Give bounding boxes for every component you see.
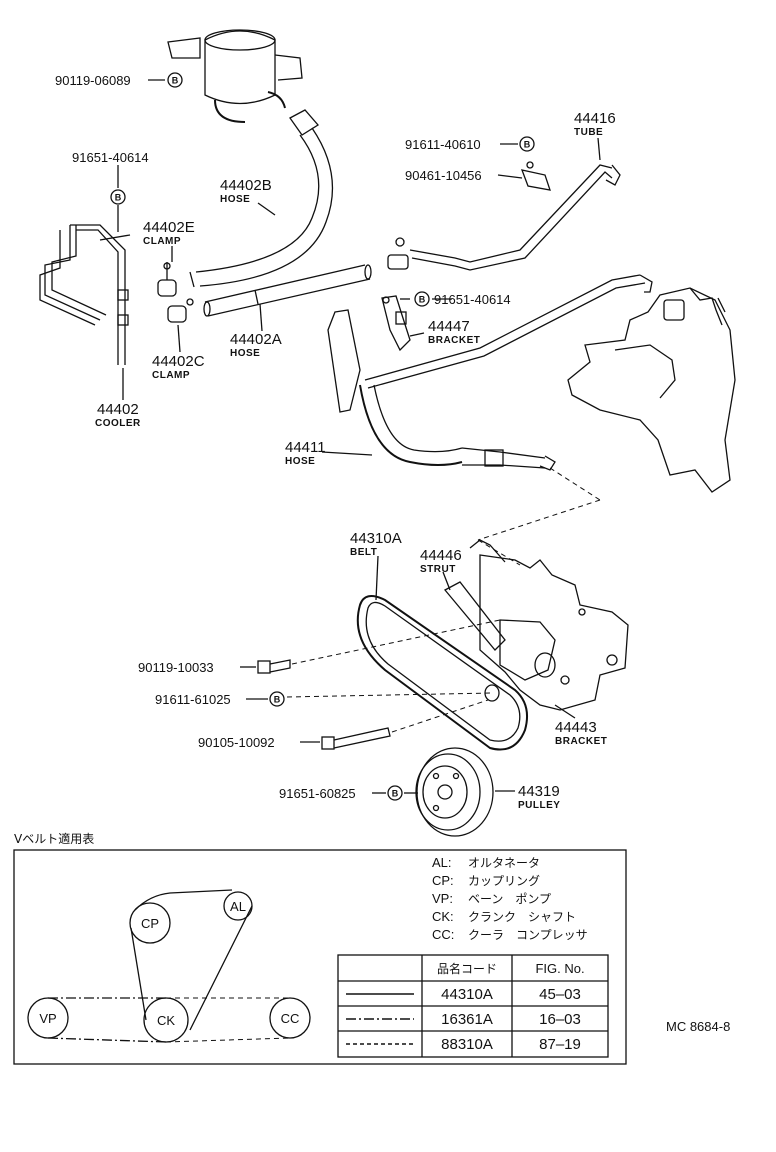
label-90461-10456: 90461-10456 bbox=[405, 168, 482, 183]
label-44443: 44443 bbox=[555, 719, 597, 736]
svg-text:オルタネータ: オルタネータ bbox=[468, 856, 540, 870]
pump-bracket-assembly bbox=[443, 539, 629, 711]
label-44402c: 44402C bbox=[152, 353, 205, 370]
svg-text:クーラ コンプレッサ: クーラ コンプレッサ bbox=[468, 928, 588, 942]
svg-text:BELT: BELT bbox=[350, 547, 377, 558]
label-91651-40614-a: 91651-40614 bbox=[72, 150, 149, 165]
label-44319: 44319 bbox=[518, 783, 560, 800]
svg-text:CK:: CK: bbox=[432, 909, 454, 924]
belt-routing-diagram: CP AL VP CK CC bbox=[27, 889, 311, 1043]
svg-text:BRACKET: BRACKET bbox=[555, 736, 607, 747]
hose-44402b bbox=[189, 109, 334, 288]
svg-text:カップリング: カップリング bbox=[468, 874, 540, 888]
svg-text:AL: AL bbox=[230, 899, 246, 914]
svg-text:44310A: 44310A bbox=[441, 986, 493, 1003]
reservoir-tank bbox=[167, 29, 303, 123]
label-91611-61025: 91611-61025 bbox=[155, 692, 231, 707]
cooler-44402 bbox=[39, 224, 131, 365]
svg-text:VP: VP bbox=[39, 1011, 56, 1026]
svg-text:STRUT: STRUT bbox=[420, 564, 456, 575]
bracket-44447 bbox=[381, 295, 411, 352]
svg-text:B: B bbox=[172, 76, 179, 86]
part-labels: 90119-06089 91651-40614 44402B HOSE 4440… bbox=[55, 73, 616, 811]
label-91651-40614-b: 91651-40614 bbox=[434, 292, 511, 307]
svg-text:品名コード: 品名コード bbox=[437, 961, 497, 976]
steering-gear bbox=[567, 287, 736, 493]
pulley-44319 bbox=[415, 747, 494, 837]
svg-text:CC:: CC: bbox=[432, 927, 454, 942]
label-90119-10033: 90119-10033 bbox=[138, 660, 214, 675]
svg-text:CP: CP bbox=[141, 916, 159, 931]
label-44402: 44402 bbox=[97, 401, 139, 418]
svg-text:87–19: 87–19 bbox=[539, 1036, 581, 1053]
svg-text:COOLER: COOLER bbox=[95, 418, 141, 429]
svg-text:HOSE: HOSE bbox=[285, 456, 315, 467]
label-44310a: 44310A bbox=[350, 530, 402, 547]
label-90105-10092: 90105-10092 bbox=[198, 735, 275, 750]
svg-text:B: B bbox=[115, 193, 122, 203]
svg-text:BRACKET: BRACKET bbox=[428, 335, 480, 346]
svg-text:16–03: 16–03 bbox=[539, 1011, 581, 1028]
hose-44402a bbox=[203, 264, 372, 317]
svg-text:CLAMP: CLAMP bbox=[143, 236, 181, 247]
svg-text:ベーン ポンプ: ベーン ポンプ bbox=[468, 892, 551, 906]
svg-text:CLAMP: CLAMP bbox=[152, 370, 190, 381]
label-91611-40610: 91611-40610 bbox=[405, 137, 481, 152]
svg-text:B: B bbox=[524, 140, 531, 150]
label-44411: 44411 bbox=[285, 439, 326, 456]
leader-lines bbox=[117, 79, 601, 794]
svg-text:TUBE: TUBE bbox=[574, 127, 603, 138]
svg-text:16361A: 16361A bbox=[441, 1011, 493, 1028]
svg-text:VP:: VP: bbox=[432, 891, 453, 906]
svg-text:クランク シャフト: クランク シャフト bbox=[468, 910, 576, 924]
v-belt-table: Vベルト適用表 CP AL VP CK CC AL: bbox=[13, 831, 627, 1065]
svg-text:HOSE: HOSE bbox=[220, 194, 250, 205]
tube-44416 bbox=[387, 164, 621, 271]
label-44402b: 44402B bbox=[220, 177, 272, 194]
svg-text:B: B bbox=[274, 695, 281, 705]
label-44416: 44416 bbox=[574, 110, 616, 127]
clamp-44402e bbox=[157, 262, 177, 297]
svg-text:B: B bbox=[392, 789, 399, 799]
badges: B B B B B B bbox=[110, 72, 535, 801]
svg-text:HOSE: HOSE bbox=[230, 348, 260, 359]
bolt-90105-10092 bbox=[321, 727, 391, 750]
label-44447: 44447 bbox=[428, 318, 470, 335]
label-44402e: 44402E bbox=[143, 219, 195, 236]
svg-text:45–03: 45–03 bbox=[539, 986, 581, 1003]
clamp-44402c bbox=[167, 298, 194, 323]
label-90119-06089: 90119-06089 bbox=[55, 73, 131, 88]
svg-text:CK: CK bbox=[157, 1013, 175, 1028]
svg-text:88310A: 88310A bbox=[441, 1036, 493, 1053]
pulley-legend: AL: オルタネータ CP: カップリング VP: ベーン ポンプ CK: クラ… bbox=[432, 855, 588, 942]
drawing-reference: MC 8684-8 bbox=[666, 1019, 730, 1034]
clip-90461 bbox=[520, 161, 551, 191]
svg-text:FIG. No.: FIG. No. bbox=[535, 961, 584, 976]
bolt-90119-10033 bbox=[257, 659, 291, 674]
belt-44310a bbox=[356, 595, 528, 751]
label-44446: 44446 bbox=[420, 547, 462, 564]
svg-text:PULLEY: PULLEY bbox=[518, 800, 560, 811]
svg-text:AL:: AL: bbox=[432, 855, 452, 870]
label-91651-60825: 91651-60825 bbox=[279, 786, 356, 801]
hose-44411 bbox=[327, 274, 653, 471]
svg-text:CP:: CP: bbox=[432, 873, 454, 888]
svg-text:B: B bbox=[419, 295, 426, 305]
label-44402a: 44402A bbox=[230, 331, 282, 348]
belt-table-title: Vベルト適用表 bbox=[14, 831, 94, 846]
belt-code-table: 品名コード FIG. No. 44310A 45–03 16361A 16–03… bbox=[337, 954, 609, 1058]
svg-text:CC: CC bbox=[281, 1011, 300, 1026]
